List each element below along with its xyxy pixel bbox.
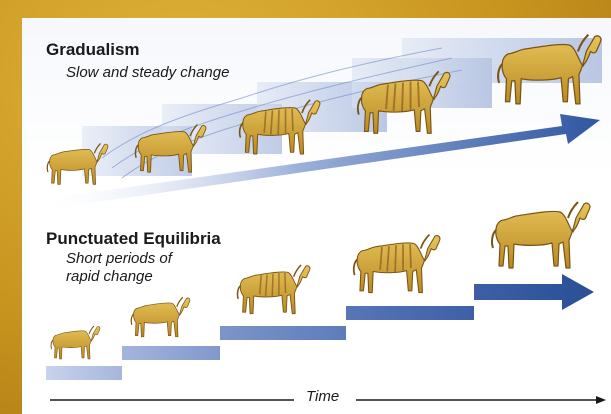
diagram-panel: Gradualism Slow and steady change Punctu… <box>22 18 611 414</box>
gradualism-title: Gradualism <box>46 40 140 60</box>
punctuated-steps <box>46 274 594 380</box>
punctuated-subtitle-line2: rapid change <box>66 268 153 286</box>
punctuated-subtitle-line1: Short periods of <box>66 250 172 268</box>
punctuated-title: Punctuated Equilibria <box>46 229 221 249</box>
time-axis-label: Time <box>300 388 345 405</box>
time-axis-arrowhead <box>596 396 606 404</box>
gradualism-subtitle: Slow and steady change <box>66 64 229 82</box>
